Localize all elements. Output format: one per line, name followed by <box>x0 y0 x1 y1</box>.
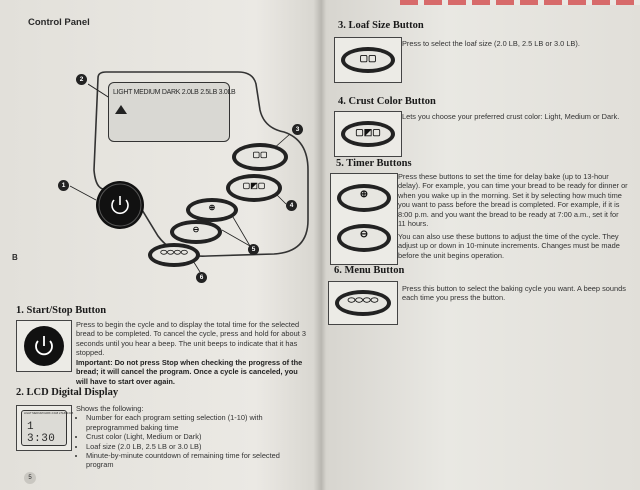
callout-5: 5 <box>248 244 259 255</box>
crust-color-pill: ▢◩▢ <box>341 121 395 147</box>
minus-icon: ⊖ <box>192 225 200 234</box>
lcd-display-intro: Shows the following: <box>76 404 144 413</box>
callout-2: 2 <box>76 74 87 85</box>
menu-button-diagram: ⬭⬭⬭⬭ <box>148 243 200 267</box>
loaf-size-heading: 3. Loaf Size Button <box>338 20 424 31</box>
lcd-icon-box: LIGHT MEDIUM DARK 2.0LB 2.5LB 3.0LB 1 3:… <box>16 405 74 451</box>
start-stop-description: Press to begin the cycle and to display … <box>76 320 306 358</box>
timer-description: Press these buttons to set the time for … <box>398 172 628 229</box>
minus-icon: ⊖ <box>359 229 369 240</box>
torn-page-edge <box>400 0 640 5</box>
timer-up-pill: ⊕ <box>337 184 391 212</box>
loaf-icon: ▢▢ <box>252 150 268 159</box>
loaf-icon: ▢▢ <box>359 53 377 63</box>
crust-icon: ▢◩▢ <box>242 181 266 190</box>
list-item: Minute-by-minute countdown of remaining … <box>86 451 306 470</box>
power-icon <box>98 183 142 227</box>
left-page: Control Panel LIGHT MEDIUM DARK 2.0LB 2.… <box>0 0 318 490</box>
callout-3: 3 <box>292 124 303 135</box>
timer-icon-box: ⊕ ⊖ <box>330 173 398 265</box>
menu-description: Press this button to select the baking c… <box>402 284 626 303</box>
lcd-display-description: Shows the following: Number for each pro… <box>76 404 306 470</box>
crust-color-description: Lets you choose your preferred crust col… <box>402 112 620 121</box>
timer-heading: 5. Timer Buttons <box>336 158 412 169</box>
crust-icon: ▢◩▢ <box>355 127 381 137</box>
crust-color-button-diagram: ▢◩▢ <box>226 174 282 202</box>
lcd-display-diagram: LIGHT MEDIUM DARK 2.0LB 2.5LB 3.0LB <box>108 82 236 142</box>
loaf-size-description: Press to select the loaf size (2.0 LB, 2… <box>402 39 580 48</box>
lcd-mini-label: LIGHT MEDIUM DARK 2.0LB 2.5LB 3.0LB <box>24 412 74 415</box>
crust-color-icon-box: ▢◩▢ <box>334 111 402 157</box>
start-stop-important-note: Important: Do not press Stop when checki… <box>76 358 303 386</box>
timer-down-button-diagram: ⊖ <box>170 220 222 244</box>
lcd-time-readout: 1 3:30 <box>27 421 56 445</box>
right-page: 3. Loaf Size Button ▢▢ Press to select t… <box>322 0 640 490</box>
list-item: Number for each program setting selectio… <box>86 413 306 432</box>
loaf-size-pill: ▢▢ <box>341 47 395 73</box>
lcd-readout: LIGHT MEDIUM DARK 2.0LB 2.5LB 3.0LB <box>113 89 236 96</box>
control-panel-title: Control Panel <box>28 17 90 28</box>
callout-1: 1 <box>58 180 69 191</box>
callout-4: 4 <box>286 200 297 211</box>
menu-icon: ⬭⬭⬭⬭ <box>160 248 188 257</box>
start-stop-icon-box <box>16 320 72 372</box>
callout-6: 6 <box>196 272 207 283</box>
timer-down-pill: ⊖ <box>337 224 391 252</box>
lcd-display-list: Number for each program setting selectio… <box>76 413 306 469</box>
plus-icon: ⊕ <box>208 203 216 212</box>
start-stop-button-diagram <box>96 181 144 229</box>
menu-icon: ⬭⬭⬭⬭ <box>347 295 379 305</box>
power-icon <box>24 326 64 366</box>
menu-icon-box: ⬭⬭⬭⬭ <box>328 281 398 325</box>
loaf-size-icon-box: ▢▢ <box>334 37 402 83</box>
lcd-indicator-triangle <box>115 105 127 114</box>
timer-up-button-diagram: ⊕ <box>186 198 238 222</box>
menu-pill: ⬭⬭⬭⬭ <box>335 290 391 316</box>
plus-icon: ⊕ <box>359 189 369 200</box>
crust-color-heading: 4. Crust Color Button <box>338 96 436 107</box>
menu-heading: 6. Menu Button <box>334 265 405 276</box>
page-number: 5 <box>24 472 36 484</box>
list-item: Crust color (Light, Medium or Dark) <box>86 432 306 441</box>
lcd-display-heading: 2. LCD Digital Display <box>16 387 119 398</box>
figure-letter: B <box>12 253 18 262</box>
list-item: Loaf size (2.0 LB, 2.5 LB or 3.0 LB) <box>86 442 306 451</box>
loaf-size-button-diagram: ▢▢ <box>232 143 288 171</box>
timer-description-adjust: You can also use these buttons to adjust… <box>398 232 620 260</box>
start-stop-heading: 1. Start/Stop Button <box>16 305 107 316</box>
